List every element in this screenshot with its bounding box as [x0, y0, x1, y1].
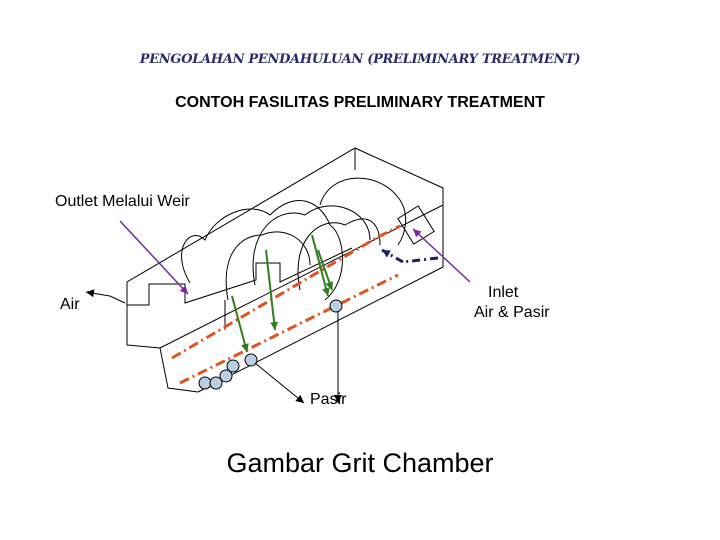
- pasir-output-arrow-left: [254, 362, 305, 404]
- outlet-pointer-arrow: [119, 220, 189, 295]
- inlet-label-line1: Inlet: [488, 284, 519, 301]
- grit-particles: [198, 299, 343, 390]
- inlet-flow-arrow: [381, 248, 439, 264]
- inlet-label: Inlet Air & Pasir: [474, 283, 550, 323]
- figure-caption: Gambar Grit Chamber: [226, 448, 494, 478]
- chamber-outline: [126, 147, 444, 393]
- outlet-weir-label: Outlet Melalui Weir: [55, 193, 190, 210]
- air-label: Air: [60, 296, 80, 313]
- slide-subtitle: PENGOLAHAN PENDAHULUAN (PRELIMINARY TREA…: [139, 52, 581, 67]
- air-output-arrow: [85, 289, 126, 304]
- slide-title: CONTOH FASILITAS PRELIMINARY TREATMENT: [175, 94, 545, 111]
- output-arrows: [85, 289, 342, 404]
- settling-arrows: [231, 234, 334, 353]
- label-pointers: [119, 220, 471, 295]
- flow-path-lines: [171, 224, 401, 385]
- pasir-label: Pasir: [310, 391, 347, 408]
- spiral-flow-lines: [181, 177, 407, 330]
- inlet-label-line2: Air & Pasir: [474, 304, 550, 321]
- inlet-pointer-arrow: [412, 228, 471, 283]
